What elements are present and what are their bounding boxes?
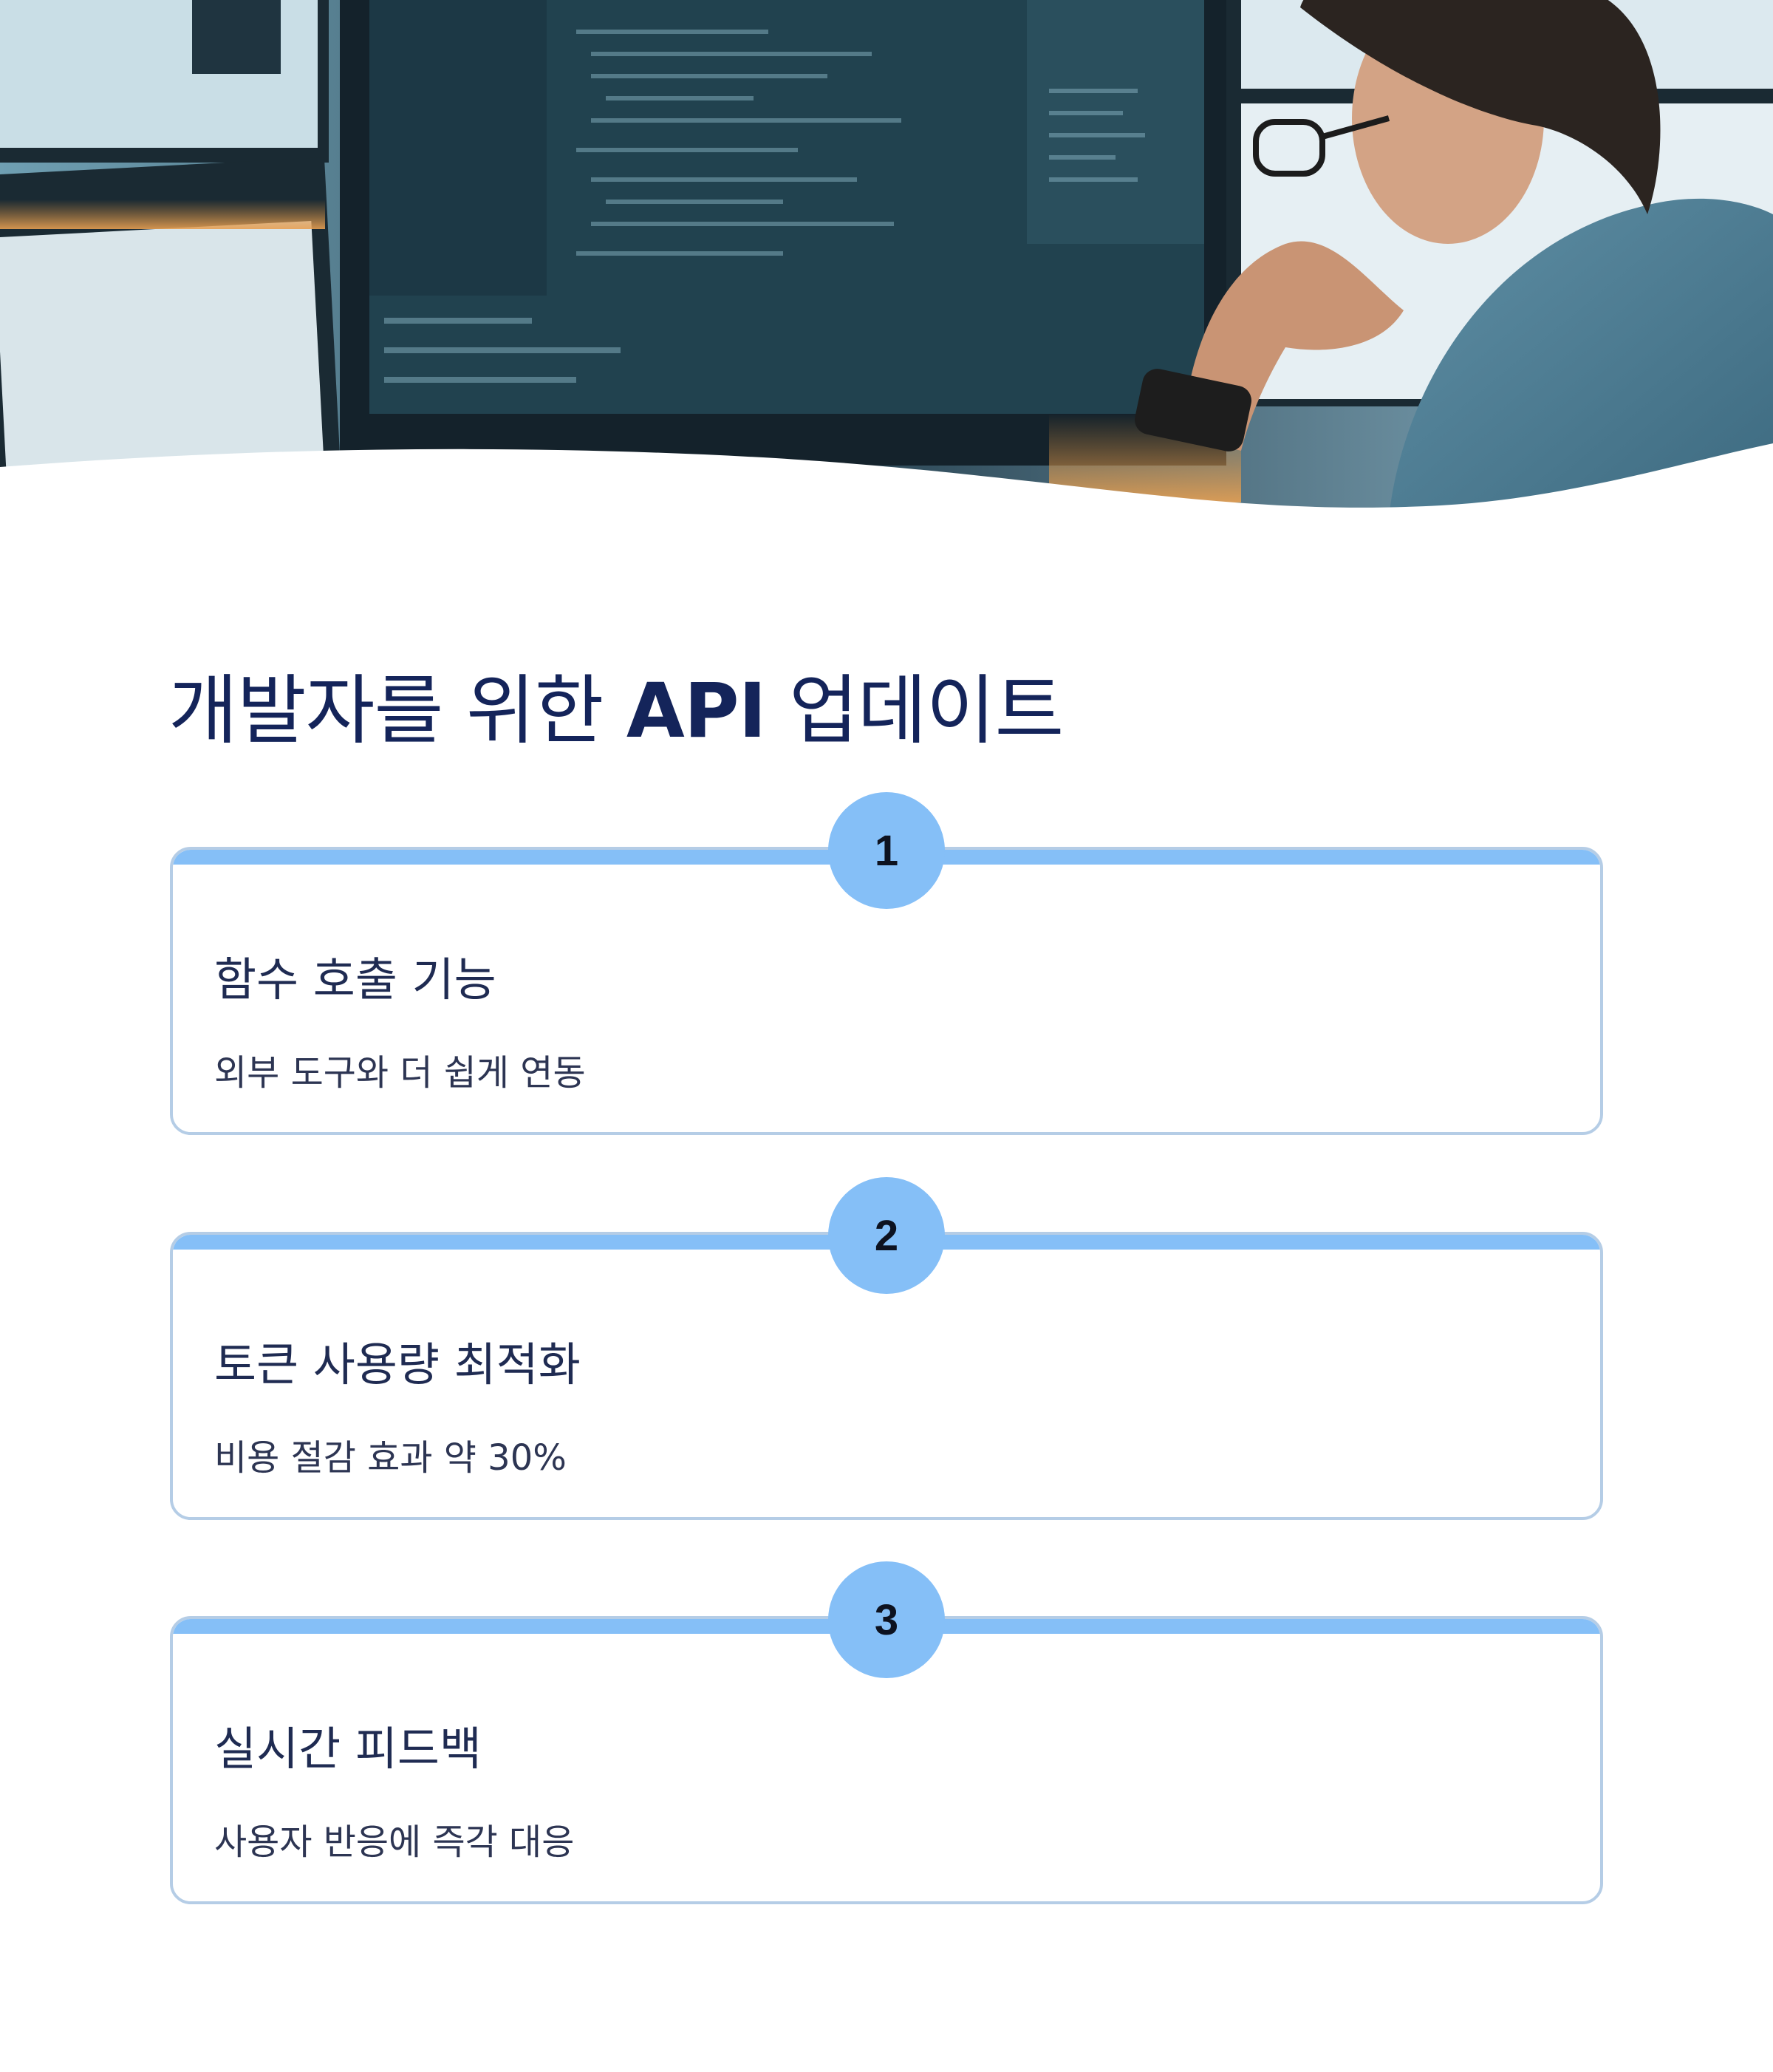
step-number-badge-1: 1 [828, 792, 945, 909]
step-number-badge-3: 3 [828, 1561, 945, 1678]
step-description: 비용 절감 효과 약 30% [214, 1437, 567, 1479]
page-title: 개발자를 위한 API 업데이트 [168, 650, 1064, 759]
step-title: 함수 호출 기능 [214, 952, 496, 1006]
step-title: 토큰 사용량 최적화 [214, 1337, 581, 1391]
hero-image [0, 0, 1773, 517]
title-api: API [626, 667, 767, 755]
step-description: 외부 도구와 더 쉽게 연동 [214, 1052, 586, 1094]
step-title: 실시간 피드백 [214, 1722, 482, 1776]
step-description: 사용자 반응에 즉각 대응 [214, 1821, 575, 1863]
step-card-1: 함수 호출 기능 외부 도구와 더 쉽게 연동 [170, 847, 1603, 1135]
title-prefix: 개발자를 위한 [168, 667, 626, 755]
step-number-badge-2: 2 [828, 1177, 945, 1294]
title-suffix: 업데이트 [765, 667, 1064, 755]
